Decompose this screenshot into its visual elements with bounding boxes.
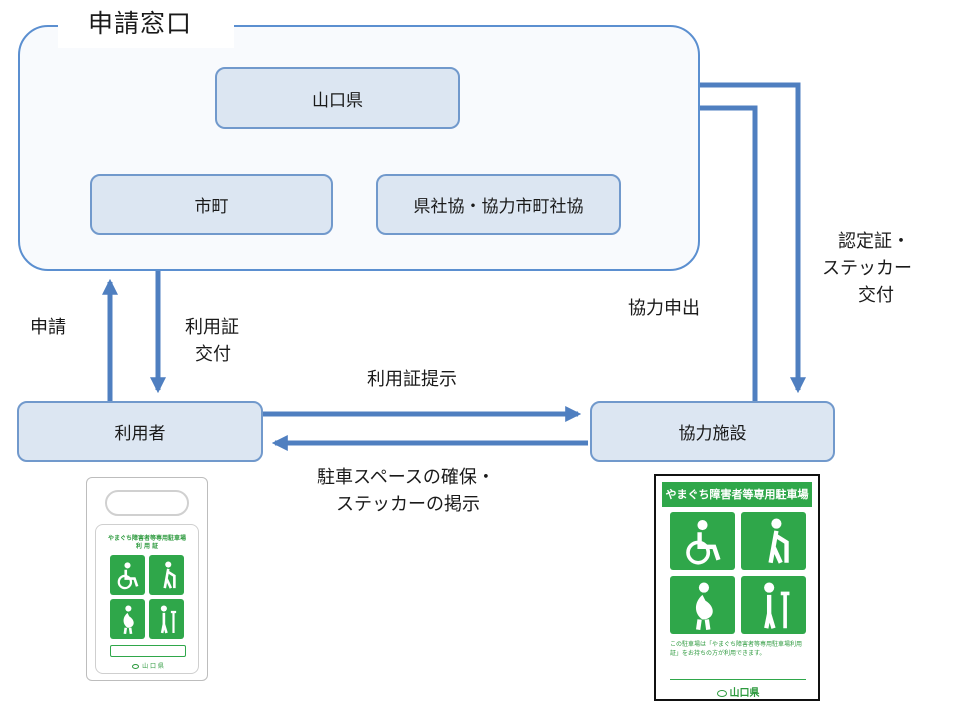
card-hook (105, 490, 189, 516)
node-label: 県社協・協力市町社協 (413, 197, 584, 217)
label-permit-show: 利用証提示 (367, 369, 457, 390)
poster-footer-text: 山口県 (729, 688, 760, 699)
crutch-icon (149, 599, 184, 639)
node-yamaguchi-pref[interactable]: 山口県 (215, 67, 460, 129)
label-apply: 申請 (30, 317, 66, 338)
poster-title: やまぐち障害者等専用駐車場 (662, 482, 812, 507)
node-label: 協力施設 (678, 424, 747, 444)
wheelchair-icon (670, 512, 735, 570)
card-footer: 山 口 県 (96, 661, 198, 670)
node-social-welfare[interactable]: 県社協・協力市町社協 (376, 174, 621, 235)
permit-card-image: やまぐち障害者等専用駐車場 利 用 証 山 口 県 (86, 477, 208, 681)
pregnant-icon (670, 576, 735, 634)
window-title: 申請窓口 (58, 4, 234, 48)
pregnant-icon (110, 599, 145, 639)
card-title-1: やまぐち障害者等専用駐車場 (107, 535, 186, 542)
prefecture-logo-icon (132, 664, 140, 669)
sticker-poster-image: やまぐち障害者等専用駐車場 この駐車場は「やまぐち障害者等専用駐車場利用証」をお… (654, 474, 820, 701)
wheelchair-icon (110, 555, 145, 595)
label-cert-issue-1: 認定証・ (838, 231, 910, 252)
poster-footer: 山口県 (670, 684, 806, 699)
card-title-2: 利 用 証 (135, 543, 159, 550)
card-footer-text: 山 口 県 (142, 663, 164, 670)
node-city-town[interactable]: 市町 (90, 174, 333, 235)
label-cert-issue-2: ステッカー (822, 258, 912, 279)
elderly-cane-icon (149, 555, 184, 595)
label-parking-secure-1: 駐車スペースの確保・ (317, 467, 495, 488)
label-permit-issue-2: 交付 (195, 344, 231, 365)
label-cooperation-offer: 協力申出 (628, 298, 700, 319)
label-cert-issue-3: 交付 (858, 285, 894, 306)
poster-divider (670, 679, 806, 680)
node-label: 利用者 (114, 424, 166, 444)
card-pictogram-grid (110, 555, 184, 639)
card-validity-box (110, 645, 186, 657)
crutch-icon (741, 576, 806, 634)
card-inner: やまぐち障害者等専用駐車場 利 用 証 山 口 県 (95, 524, 199, 674)
node-user[interactable]: 利用者 (17, 401, 263, 462)
label-parking-secure-2: ステッカーの掲示 (336, 494, 480, 515)
elderly-cane-icon (741, 512, 806, 570)
prefecture-logo-icon (716, 689, 727, 697)
node-label: 山口県 (312, 90, 363, 111)
node-label: 市町 (194, 197, 229, 217)
node-facility[interactable]: 協力施設 (590, 401, 835, 462)
label-permit-issue-1: 利用証 (185, 317, 239, 338)
poster-pictogram-grid (670, 512, 806, 634)
poster-note: この駐車場は「やまぐち障害者等専用駐車場利用証」をお持ちの方が利用できます。 (670, 641, 803, 657)
